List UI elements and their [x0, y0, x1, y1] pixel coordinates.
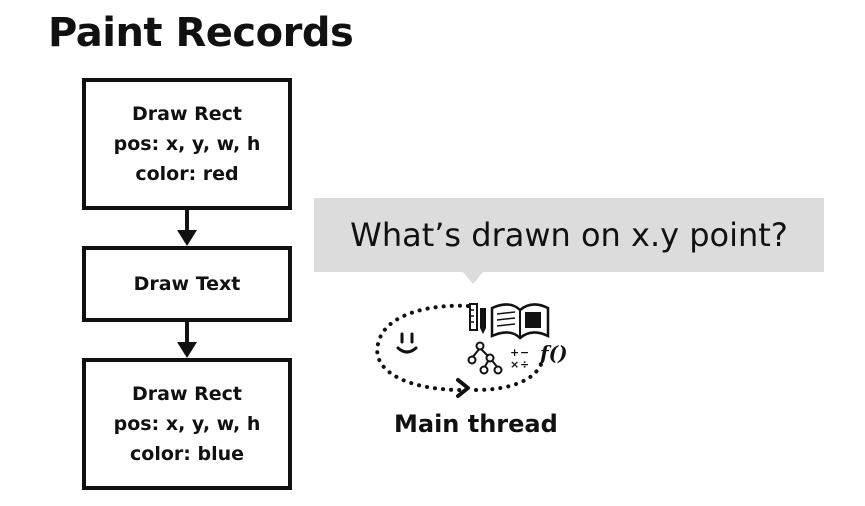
- page-title: Paint Records: [48, 10, 354, 56]
- record-line: Draw Rect: [132, 103, 242, 125]
- record-line: color: red: [135, 163, 239, 185]
- speech-bubble-tail: [463, 272, 483, 284]
- svg-text:×: ×: [510, 358, 519, 371]
- paint-record-draw-rect-blue: Draw Rect pos: x, y, w, h color: blue: [82, 358, 292, 490]
- bubble-text: What’s drawn on x.y point?: [350, 216, 788, 254]
- svg-text:÷: ÷: [520, 358, 529, 371]
- record-line: Draw Rect: [132, 383, 242, 405]
- open-book-icon: [490, 303, 550, 340]
- svg-text:−: −: [520, 346, 529, 359]
- paint-record-draw-rect-red: Draw Rect pos: x, y, w, h color: red: [82, 78, 292, 210]
- loop-arrow-icon: [456, 378, 470, 398]
- record-line: Draw Text: [133, 273, 241, 295]
- dotted-loop-path: [474, 360, 544, 392]
- main-thread-label: Main thread: [394, 410, 558, 438]
- svg-text:+: +: [510, 346, 519, 359]
- main-thread-illustration: + − × ÷ f(): [375, 303, 568, 398]
- record-line: color: blue: [130, 443, 244, 465]
- record-line: pos: x, y, w, h: [113, 413, 261, 435]
- speech-bubble: What’s drawn on x.y point?: [314, 198, 824, 272]
- dotted-loop-path: [375, 303, 470, 392]
- pencil-ruler-icon: [469, 303, 486, 334]
- paint-record-draw-text: Draw Text: [82, 246, 292, 322]
- down-arrow-icon: [177, 322, 197, 358]
- down-arrow-icon: [177, 210, 197, 246]
- math-operators-icon: + − × ÷: [510, 346, 529, 371]
- tree-diagram-icon: [467, 341, 503, 375]
- record-line: pos: x, y, w, h: [113, 133, 261, 155]
- smiley-face-icon: [396, 332, 418, 354]
- function-icon: f(): [538, 341, 568, 365]
